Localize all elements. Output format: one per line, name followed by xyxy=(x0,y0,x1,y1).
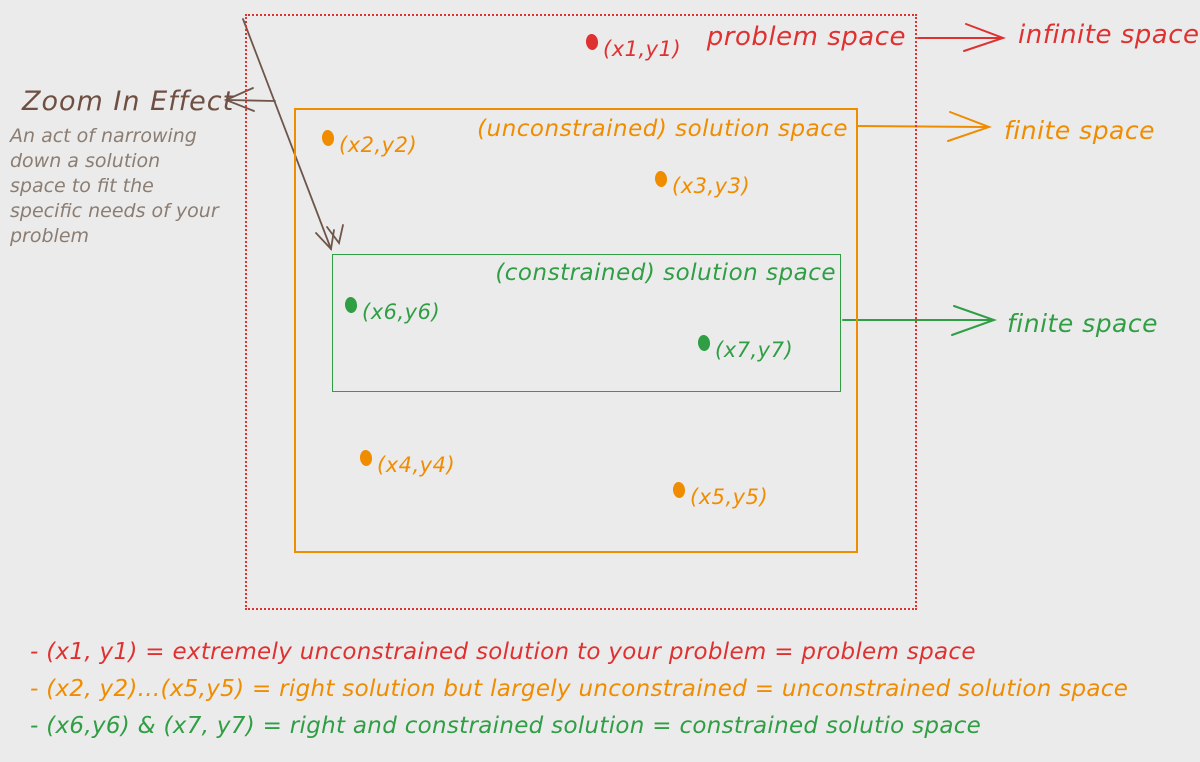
problem-space-label: problem space xyxy=(706,22,906,52)
unconstrained-space-label: (unconstrained) solution space xyxy=(477,116,848,142)
finite-space-tag-unconstrained: finite space xyxy=(1004,116,1156,145)
constrained-solution-space-box xyxy=(332,254,841,392)
point-label: (x6,y6) xyxy=(362,300,441,324)
finite-space-tag-constrained: finite space xyxy=(1007,309,1159,338)
problem-space-arrow xyxy=(917,23,1006,52)
legend-item-problem-space: - (x1, y1) = extremely unconstrained sol… xyxy=(30,639,976,665)
zoom-in-effect-description: An act of narrowing down a solution spac… xyxy=(10,125,219,247)
unconstrained-solution-space-box xyxy=(294,108,858,553)
point-label: (x7,y7) xyxy=(715,338,794,362)
point-label: (x4,y4) xyxy=(377,453,456,477)
legend-item-constrained-space: - (x6,y6) & (x7, y7) = right and constra… xyxy=(30,713,982,739)
point-label: (x5,y5) xyxy=(690,485,769,509)
legend: - (x1, y1) = extremely unconstrained sol… xyxy=(30,634,1128,745)
zoom-in-effect-title: Zoom In Effect xyxy=(22,86,235,117)
point-label: (x3,y3) xyxy=(672,174,751,198)
point-label: (x1,y1) xyxy=(603,37,682,61)
infinite-space-tag: infinite space xyxy=(1018,20,1200,50)
legend-item-unconstrained-space: - (x2, y2)...(x5,y5) = right solution bu… xyxy=(30,676,1129,702)
point-label: (x2,y2) xyxy=(339,133,418,157)
problem-space-box xyxy=(245,14,917,610)
constrained-space-label: (constrained) solution space xyxy=(495,260,836,286)
